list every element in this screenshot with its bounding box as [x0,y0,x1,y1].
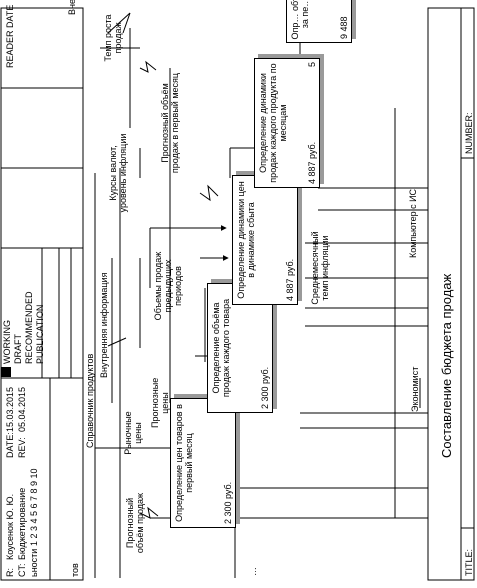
reader-label: READER [5,30,15,68]
box-3-name: Определение объёма продаж каждого товара [211,298,231,398]
status-draft: DRAFT [13,334,23,364]
title-label: TITLE: [464,548,474,576]
box-5-name: Определение динамики продаж каждого прод… [258,63,288,183]
notes-numbers: 1 2 3 4 5 6 7 8 9 10 [29,468,39,546]
label-avg-inflation: Среднемесячный темп инфляции [310,231,330,305]
project-value: Бюджетирование [17,487,27,560]
date-value: 15.03.2015 [5,386,15,432]
label-volumes-prev: Объемы продаж предыдущих периодов [153,251,183,321]
label-economist: Экономист [410,366,420,412]
activity-box-6-partial[interactable]: Опр… объ… за пе… 9 488 [286,0,352,43]
box-5-number: 5 [307,62,317,68]
label-growth-rate: Темп роста продаж [103,14,123,62]
label-internal-info: Внутренняя информация [99,272,109,378]
rev-value: 05.04.2015 [17,386,27,432]
footer-frame [427,7,475,581]
label-forecast-volume-first-month: Прогнозный объём продаж в первый месяц [160,72,180,174]
number-label: NUMBER: [464,112,474,154]
label-product-catalog: Справочник продуктов [85,353,95,448]
rev-label: REV: [17,437,27,458]
date2-label: DATE [5,4,15,28]
box-4-cost: 4 887 руб. [285,258,295,301]
label-computer: Компьютер с ИС [408,188,418,258]
label-left-cut-1: тов [70,563,80,577]
status-recommended: RECOMMENDED [24,291,34,364]
box-3-cost: 2 300 руб. [260,366,270,409]
box-4-name: Определение динамики цен в динамике сбыт… [236,181,256,299]
author-value: Коусенок Ю. Ю. [5,493,15,560]
label-market-prices: Рыночные цены [123,411,143,455]
box-6-name: Опр… объ… за пе… [290,0,310,40]
date-label: DATE: [5,432,15,458]
box-2-cost: 2 300 руб. [223,481,233,524]
diagram-title: Составление бюджета продаж [439,273,454,458]
box-6-cost: 9 488 [339,16,349,39]
project-label: CT: [17,563,27,578]
author-label: R: [5,568,15,577]
activity-box-4[interactable]: Определение динамики цен в динамике сбыт… [232,175,298,305]
label-forecast-volume-left: Прогнозный объём продаж [125,492,145,554]
status-publication: PUBLICATION [35,304,45,364]
activity-box-5[interactable]: Определение динамики продаж каждого прод… [254,58,320,188]
status-working-marker [1,367,11,377]
activity-box-2[interactable]: Определение цен товаров в первый месяц 2… [170,398,236,528]
box-5-cost: 4 887 руб. [307,141,317,184]
label-internal-info-top: Вне [67,0,77,15]
label-forecast-prices: Прогнозные цены [150,377,170,428]
header-frame [0,7,84,581]
label-left-cut-2: … [248,567,258,576]
label-fx-inflation: Курсы валют, уровень инфляции [108,133,128,213]
box-2-name: Определение цен товаров в первый месяц [174,404,194,522]
status-working: WORKING [2,320,12,364]
notes-label: ьности [29,548,39,577]
